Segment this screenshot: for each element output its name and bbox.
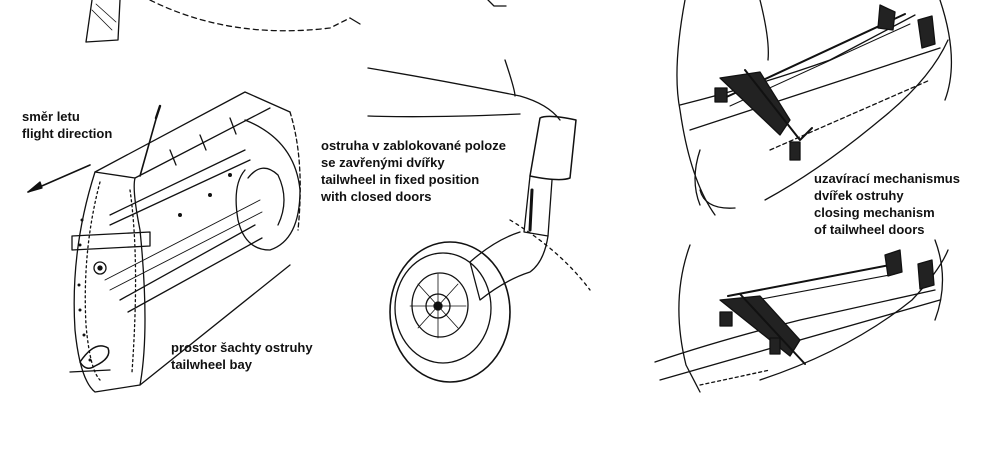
flight-direction-arrow xyxy=(27,164,91,193)
tailwheel-drawing xyxy=(367,59,591,383)
tailwheel-bay-label-en: tailwheel bay xyxy=(171,357,252,372)
tailwheel-fixed-label-cz-2: se zavřenými dvířky xyxy=(321,155,445,170)
tailwheel-bay-label: prostor šachty ostruhy tailwheel bay xyxy=(171,339,313,373)
flight-direction-label: směr letu flight direction xyxy=(22,108,112,142)
top-fragment-drawing xyxy=(85,0,507,43)
tailwheel-fixed-label-cz-1: ostruha v zablokované poloze xyxy=(321,138,506,153)
closing-mechanism-label: uzavírací mechanismus dvířek ostruhy clo… xyxy=(814,170,960,238)
tailwheel-bay-drawing xyxy=(69,91,301,393)
tailwheel-fixed-label-en-1: tailwheel in fixed position xyxy=(321,172,480,187)
closing-mechanism-label-en-1: closing mechanism xyxy=(814,205,935,220)
closing-mechanism-label-cz-2: dvířek ostruhy xyxy=(814,188,904,203)
closing-mechanism-label-en-2: of tailwheel doors xyxy=(814,222,925,237)
closing-mechanism-drawing xyxy=(676,0,953,216)
closing-mechanism-label-cz-1: uzavírací mechanismus xyxy=(814,171,960,186)
flight-direction-label-cz: směr letu xyxy=(22,109,80,124)
tailwheel-fixed-label-en-2: with closed doors xyxy=(321,189,432,204)
tailwheel-fixed-label: ostruha v zablokované poloze se zavřeným… xyxy=(321,137,506,205)
flight-direction-label-en: flight direction xyxy=(22,126,113,141)
tailwheel-bay-label-cz: prostor šachty ostruhy xyxy=(171,340,313,355)
closing-mechanism-detail-drawing xyxy=(654,239,949,393)
